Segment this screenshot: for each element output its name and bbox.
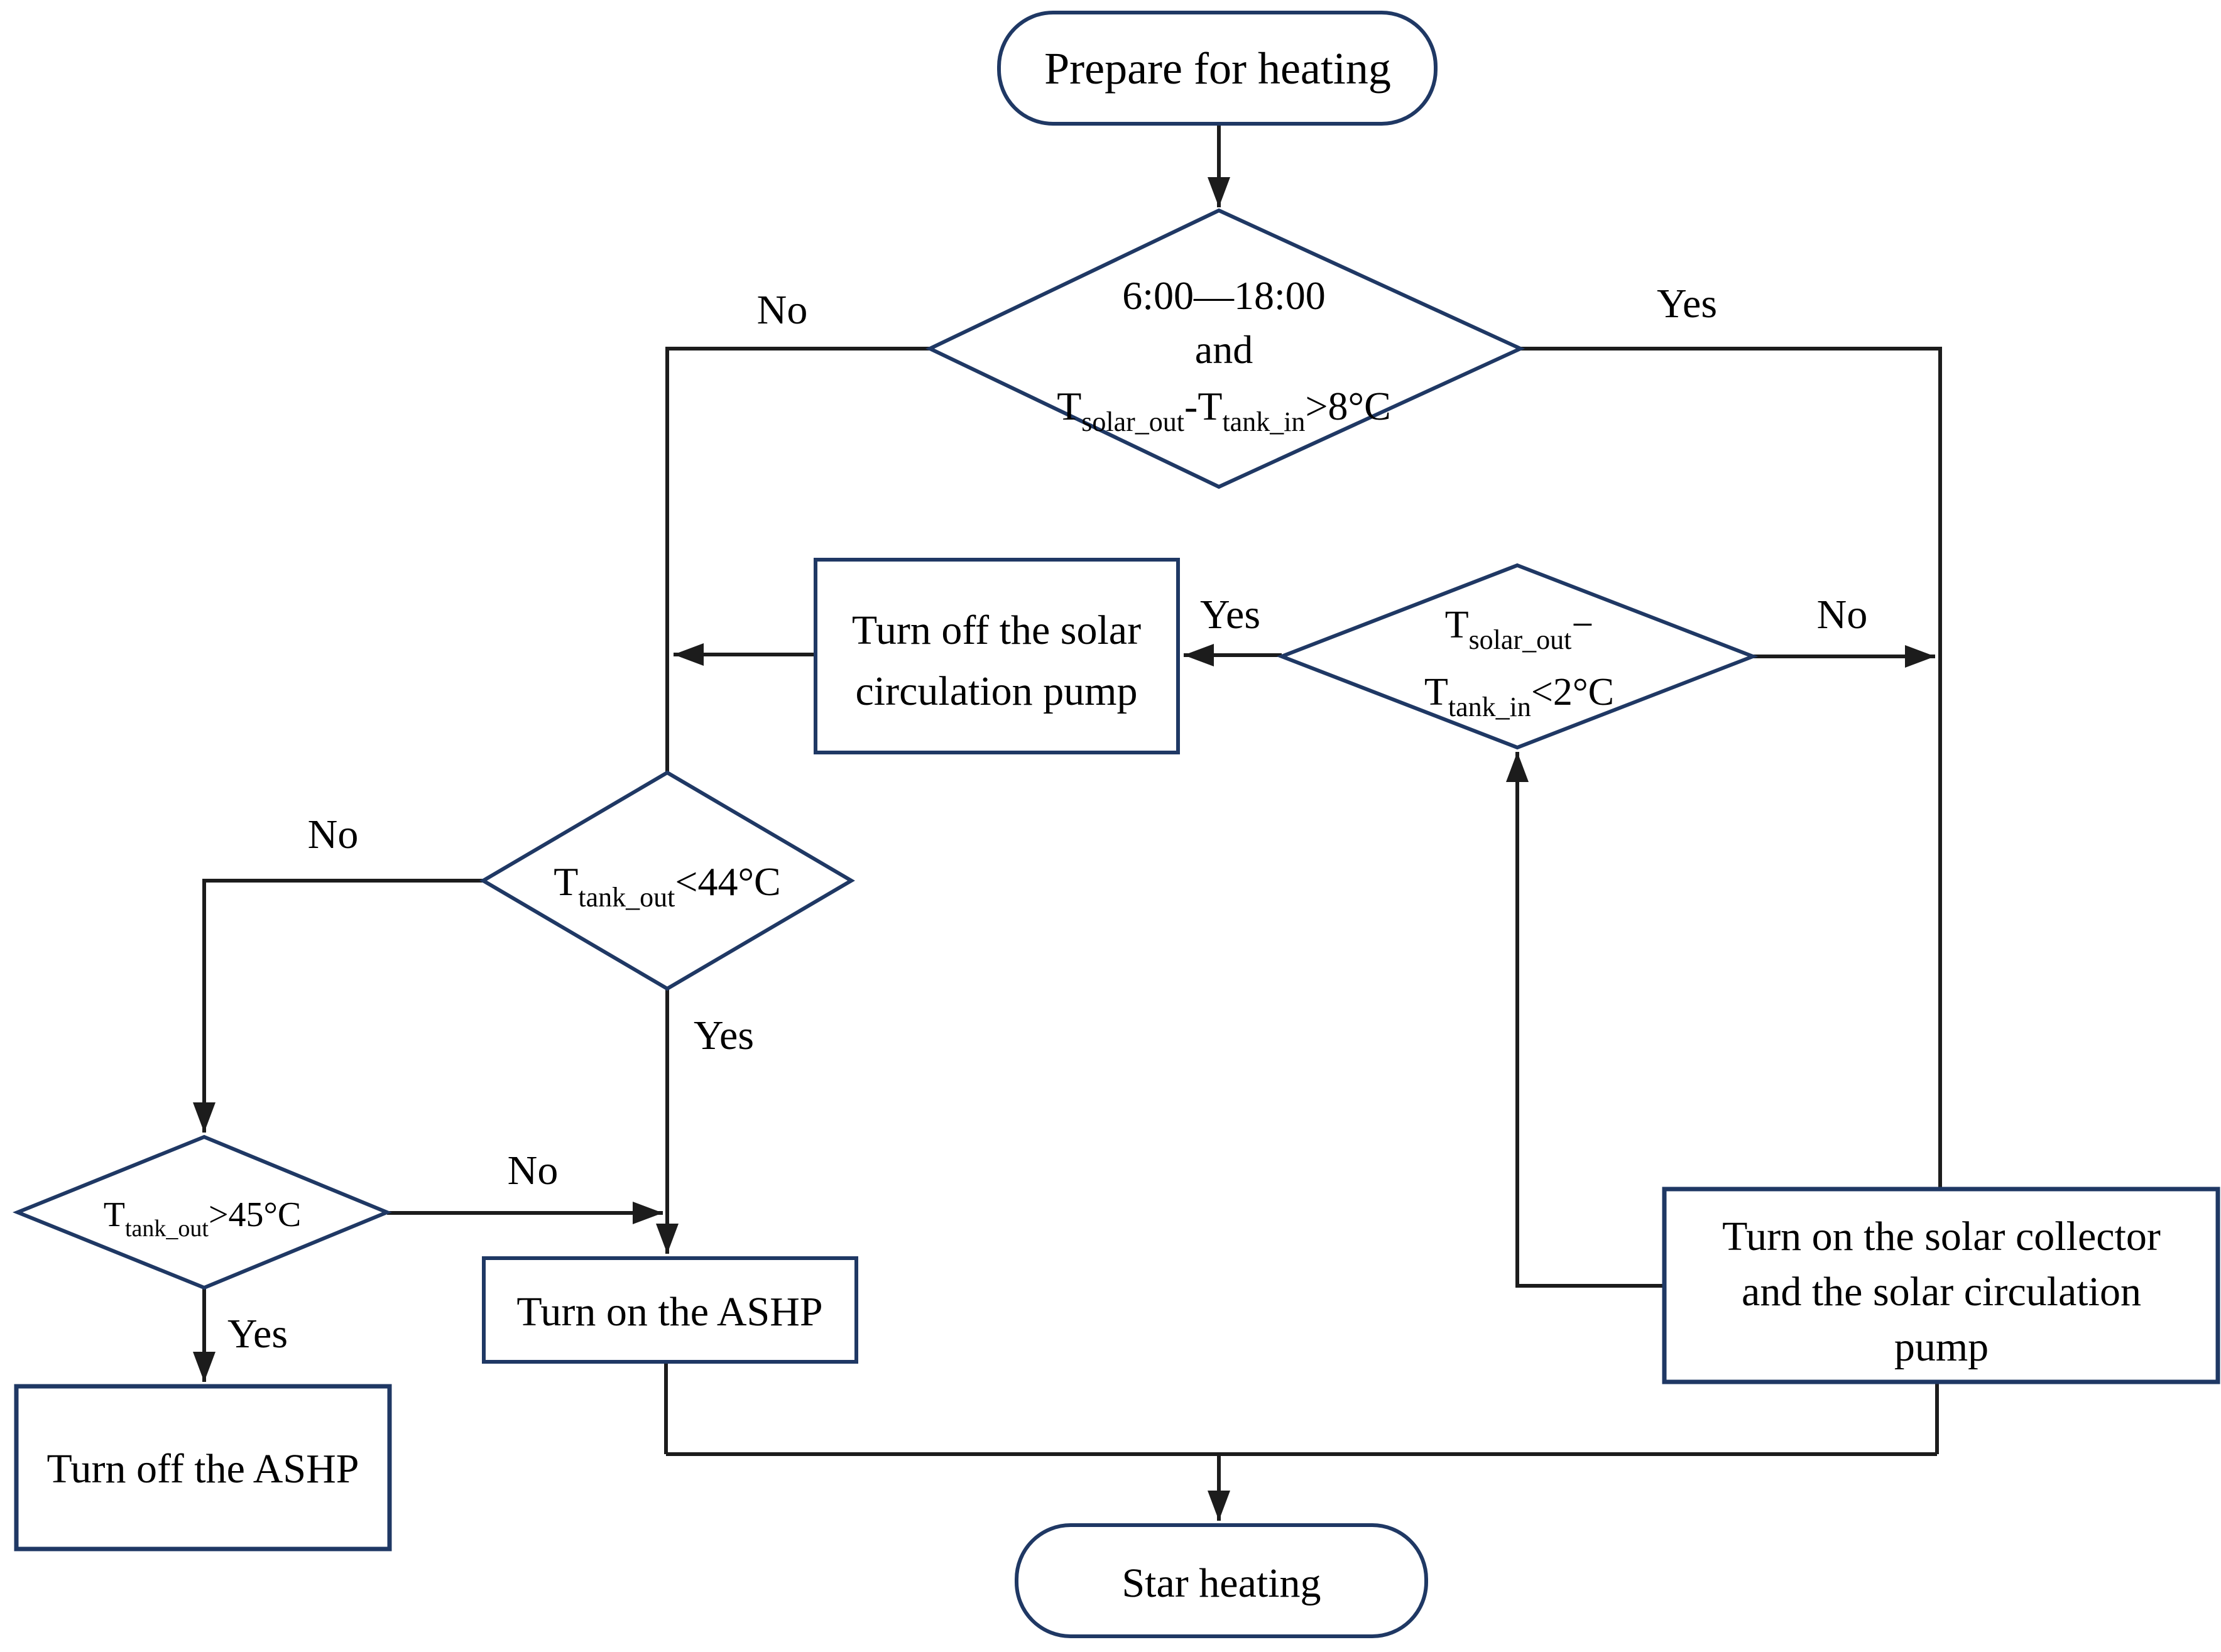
- sub-solar-out2: solar_out: [1469, 624, 1572, 655]
- term-T3: T: [1445, 604, 1469, 646]
- end-terminator-shape: [1015, 1523, 1428, 1638]
- label-time-yes: Yes: [1657, 281, 1717, 327]
- node-decision-lt44: Ttank_out<44°C: [479, 770, 855, 991]
- node-turn-on-solar-collector: Turn on the solar collector and the sola…: [1662, 1187, 2220, 1384]
- time-decision-line3: Tsolar_out-Ttank_in>8°C: [1057, 384, 1391, 437]
- term-T5: T: [554, 859, 578, 904]
- lt44-decision-diamond: [479, 770, 855, 991]
- term-lt2: <2°C: [1531, 671, 1614, 714]
- turn-on-ashp-label: Turn on the ASHP: [516, 1289, 822, 1335]
- node-decision-lt2: Tsolar_out− Ttank_in<2°C: [1276, 563, 1759, 750]
- lt2-decision-line1: Tsolar_out−: [1445, 604, 1594, 655]
- term-T2: -T: [1184, 384, 1222, 428]
- turn-off-pump-box: [814, 558, 1180, 754]
- label-gt45-no: No: [508, 1148, 559, 1193]
- term-gt8: >8°C: [1305, 384, 1390, 428]
- label-lt44-no: No: [308, 812, 359, 857]
- sub-tank-in2: tank_in: [1448, 692, 1531, 722]
- sub-tank-in: tank_in: [1222, 406, 1305, 437]
- turn-on-solar-line3: pump: [1894, 1324, 1989, 1370]
- node-end: Star heating: [1015, 1523, 1428, 1638]
- turn-off-ashp-box: [14, 1384, 392, 1551]
- term-lt44: <44°C: [675, 859, 780, 904]
- lt2-decision-diamond: [1276, 563, 1759, 750]
- end-terminator-label: Star heating: [1121, 1560, 1321, 1606]
- edge-time-no-branch: [665, 347, 930, 774]
- turn-on-solar-box: [1662, 1187, 2220, 1384]
- time-decision-line2: and: [1195, 327, 1253, 372]
- label-gt45-yes: Yes: [227, 1311, 288, 1357]
- label-lt44-yes: Yes: [694, 1013, 754, 1058]
- turn-on-solar-line1: Turn on the solar collector: [1722, 1214, 2161, 1259]
- node-decision-time-solar: 6:00—18:00 and Tsolar_out-Ttank_in>8°C: [925, 208, 1525, 489]
- sub-tank-out: tank_out: [578, 882, 675, 913]
- edge-time-yes-branch: [1520, 347, 1942, 1189]
- time-decision-line1: 6:00—18:00: [1122, 273, 1326, 318]
- gt45-decision-diamond: [12, 1134, 392, 1290]
- label-lt2-yes: Yes: [1200, 592, 1260, 638]
- sub-tank-out2: tank_out: [125, 1215, 209, 1242]
- term-T1: T: [1057, 384, 1081, 428]
- sub-solar-out: solar_out: [1081, 406, 1184, 437]
- term-T6: T: [104, 1195, 125, 1234]
- lt44-decision-text: Ttank_out<44°C: [554, 859, 780, 913]
- node-turn-off-ashp: Turn off the ASHP: [14, 1384, 392, 1551]
- turn-off-pump-line2: circulation pump: [855, 668, 1137, 714]
- node-turn-on-ashp: Turn on the ASHP: [482, 1256, 858, 1364]
- gt45-decision-text: Ttank_out>45°C: [104, 1195, 302, 1242]
- turn-on-ashp-box: [482, 1256, 858, 1364]
- start-terminator-shape: [997, 11, 1438, 126]
- turn-off-pump-line1: Turn off the solar: [852, 607, 1141, 653]
- edge-lt44-no-branch: [193, 879, 483, 1133]
- term-gt45: >45°C: [209, 1195, 301, 1234]
- node-turn-off-solar-pump: Turn off the solar circulation pump: [814, 558, 1180, 754]
- turn-off-ashp-label: Turn off the ASHP: [47, 1446, 359, 1492]
- turn-on-solar-line2: and the solar circulation: [1742, 1269, 2141, 1315]
- edge-solar-loop-to-lt2: [1506, 752, 1664, 1288]
- time-decision-diamond: [925, 208, 1525, 489]
- term-T4: T: [1424, 671, 1448, 714]
- node-start: Prepare for heating: [997, 11, 1438, 126]
- start-terminator-label: Prepare for heating: [1044, 43, 1391, 94]
- term-minus: −: [1571, 604, 1593, 646]
- label-lt2-no: No: [1817, 592, 1868, 638]
- node-decision-gt45: Ttank_out>45°C: [12, 1134, 392, 1290]
- label-time-no: No: [757, 287, 808, 333]
- lt2-decision-line2: Ttank_in<2°C: [1424, 671, 1614, 722]
